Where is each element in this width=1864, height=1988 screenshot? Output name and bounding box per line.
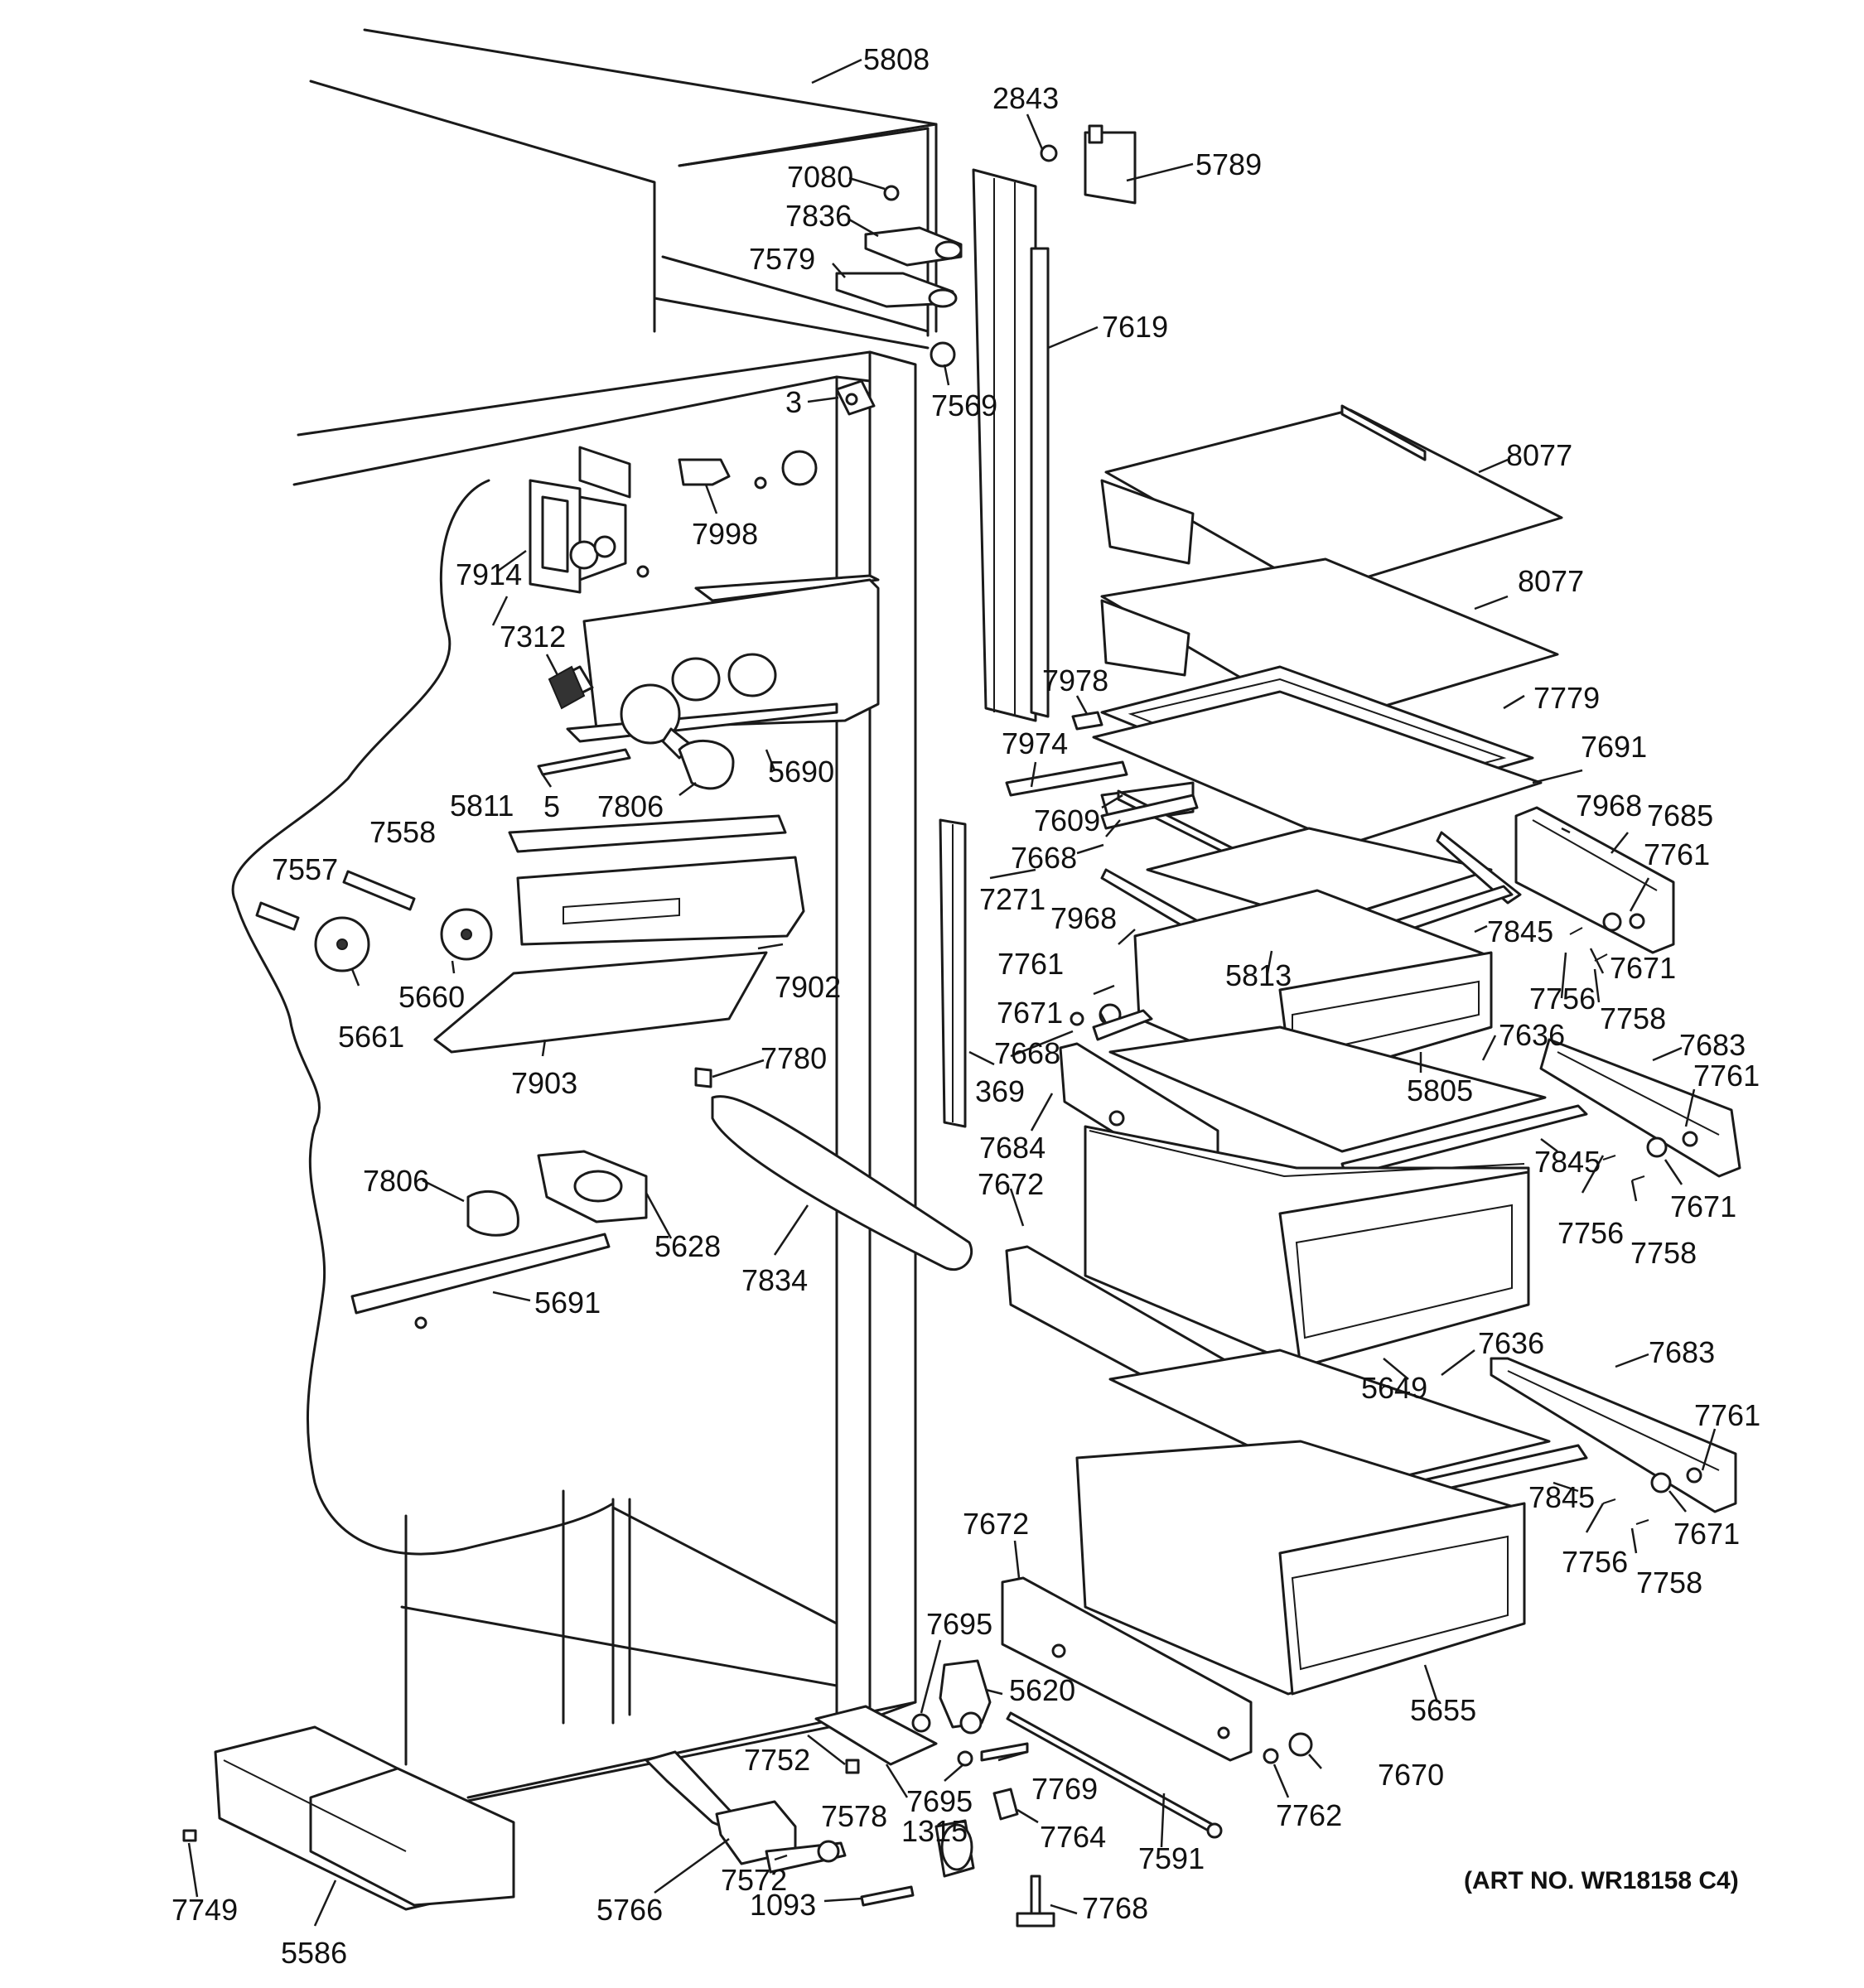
callout-5: 5: [543, 789, 560, 823]
callout-7636-b: 7636: [1478, 1326, 1544, 1360]
side-rails: [939, 168, 1050, 1128]
art-number: (ART NO. WR18158 C4): [1464, 1867, 1739, 1894]
callout-7974: 7974: [1002, 726, 1068, 760]
callout-7903: 7903: [511, 1066, 577, 1100]
callout-7902: 7902: [775, 970, 841, 1004]
callout-7968-lower: 7968: [1050, 901, 1117, 935]
callout-7668-upper: 7668: [1011, 841, 1077, 875]
callout-5811: 5811: [450, 789, 514, 823]
callout-7569: 7569: [931, 388, 997, 422]
callout-7968-upper: 7968: [1576, 789, 1642, 823]
callout-7761-d: 7761: [1694, 1398, 1760, 1432]
callout-7578: 7578: [821, 1799, 887, 1833]
callout-7691: 7691: [1581, 730, 1647, 764]
callout-7619: 7619: [1102, 310, 1168, 344]
callout-5649: 5649: [1361, 1371, 1427, 1405]
callout-7914: 7914: [456, 557, 522, 591]
callout-7557: 7557: [272, 852, 338, 886]
callout-7671-c: 7671: [1670, 1189, 1736, 1223]
callout-7779: 7779: [1533, 681, 1600, 715]
callout-7312: 7312: [500, 620, 566, 654]
callout-7756-b: 7756: [1557, 1216, 1624, 1250]
callout-7761-c: 7761: [1693, 1059, 1760, 1093]
callout-7671-d: 7671: [1673, 1517, 1740, 1551]
callout-7672-a: 7672: [978, 1167, 1044, 1201]
callout-369: 369: [975, 1074, 1025, 1108]
drawer-5655: [1001, 1440, 1526, 1764]
callout-7609: 7609: [1034, 803, 1100, 837]
callout-7695-upper: 7695: [926, 1607, 992, 1641]
callout-7749: 7749: [171, 1893, 238, 1927]
callout-8077-second: 8077: [1518, 564, 1584, 598]
leader-lines: [187, 58, 1717, 1927]
callout-7768: 7768: [1082, 1891, 1148, 1925]
callout-7780: 7780: [761, 1041, 827, 1075]
callout-7806-lower: 7806: [363, 1164, 429, 1198]
callout-7762: 7762: [1276, 1798, 1342, 1832]
callout-5691: 5691: [534, 1286, 601, 1320]
callout-7764: 7764: [1040, 1820, 1106, 1854]
callout-7836: 7836: [785, 199, 852, 233]
callout-7579: 7579: [749, 242, 815, 276]
callout-7761-a: 7761: [1644, 837, 1710, 871]
hinge-and-brackets: [835, 124, 1137, 416]
callout-7756-a: 7756: [1529, 982, 1596, 1016]
callout-7845-b: 7845: [1534, 1145, 1601, 1179]
callout-7758-c: 7758: [1636, 1566, 1702, 1600]
callout-3: 3: [785, 385, 802, 419]
callout-7685: 7685: [1647, 799, 1713, 832]
callout-7080: 7080: [787, 160, 853, 194]
callout-7845-c: 7845: [1528, 1480, 1595, 1514]
callout-7558: 7558: [369, 815, 436, 849]
callout-5655: 5655: [1410, 1693, 1476, 1727]
callout-7758-a: 7758: [1600, 1001, 1666, 1035]
control-parts: [255, 450, 973, 1329]
callout-7684: 7684: [979, 1131, 1045, 1165]
callout-7761-b: 7761: [997, 947, 1064, 981]
callout-5808: 5808: [863, 42, 930, 76]
callout-7769: 7769: [1031, 1772, 1098, 1806]
callout-5813: 5813: [1225, 958, 1292, 992]
callout-7752: 7752: [744, 1743, 810, 1777]
callout-7756-c: 7756: [1562, 1545, 1628, 1579]
callout-7834: 7834: [741, 1263, 808, 1297]
drawer-5805: [1059, 889, 1741, 1186]
callout-7271: 7271: [979, 882, 1045, 916]
callout-5789: 5789: [1195, 147, 1262, 181]
callout-7671-b: 7671: [997, 996, 1063, 1030]
callout-7806-upper: 7806: [597, 789, 664, 823]
callout-7672-b: 7672: [963, 1507, 1029, 1541]
callout-7758-b: 7758: [1630, 1236, 1697, 1270]
callout-7591: 7591: [1138, 1841, 1205, 1875]
callout-7670: 7670: [1378, 1758, 1444, 1792]
callout-7695-lower: 7695: [906, 1784, 973, 1818]
callout-5766: 5766: [596, 1893, 663, 1927]
callout-7683-b: 7683: [1649, 1335, 1715, 1369]
callout-7683-a: 7683: [1679, 1028, 1746, 1062]
callout-8077-top: 8077: [1506, 438, 1572, 472]
callout-5620: 5620: [1009, 1673, 1075, 1707]
shelves: [1005, 404, 1675, 963]
callout-5586: 5586: [281, 1936, 347, 1970]
callout-labels: 5808 2843 5789 7080 7836 7579 7619 7569 …: [171, 42, 1760, 1970]
callout-7572: 7572: [721, 1863, 787, 1897]
callout-7636-a: 7636: [1499, 1018, 1565, 1052]
callout-5805: 5805: [1407, 1074, 1473, 1107]
callout-7671-a: 7671: [1610, 951, 1676, 985]
callout-7668-lower: 7668: [994, 1036, 1060, 1070]
callout-7998: 7998: [692, 517, 758, 551]
callout-7845-a: 7845: [1487, 914, 1553, 948]
callout-5660: 5660: [398, 980, 465, 1014]
callout-5661: 5661: [338, 1020, 404, 1054]
callout-7978: 7978: [1042, 663, 1108, 697]
callout-1093: 1093: [750, 1888, 816, 1922]
callout-1315: 1315: [901, 1814, 968, 1848]
callout-5690: 5690: [768, 755, 834, 789]
callout-5628: 5628: [654, 1229, 721, 1263]
callout-2843: 2843: [992, 81, 1059, 115]
